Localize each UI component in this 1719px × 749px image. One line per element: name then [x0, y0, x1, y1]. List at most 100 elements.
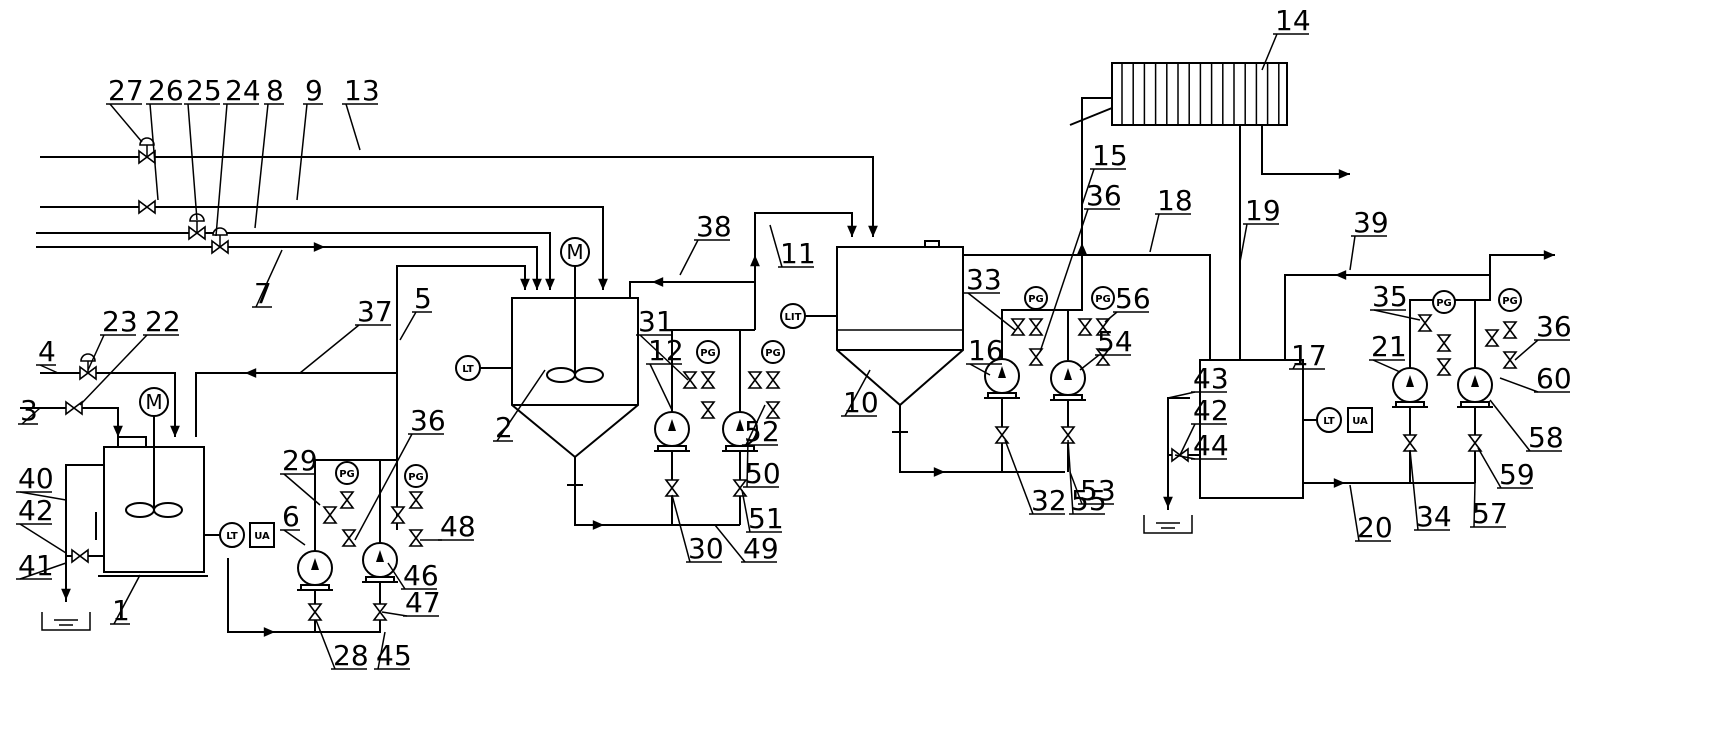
label-39: 39: [1353, 206, 1389, 239]
leader-line: [1167, 391, 1196, 399]
pressure-gauge-tag: PG: [700, 348, 716, 359]
nozzle: [117, 436, 147, 448]
tank-10: [836, 246, 964, 407]
label-35: 35: [1372, 280, 1408, 313]
flow-arrow: [592, 520, 604, 530]
valve-30: [664, 479, 680, 497]
leader-line: [1081, 168, 1095, 206]
valve-52: [747, 371, 763, 389]
label-15: 15: [1092, 139, 1128, 172]
valve-36-b: [1502, 321, 1518, 339]
pg-56: [1091, 286, 1115, 310]
pg-35: [1432, 290, 1456, 314]
leader-line: [299, 324, 360, 374]
line-13: [40, 156, 874, 237]
valve-35: [1417, 314, 1433, 332]
pressure-gauge-tag: PG: [1095, 294, 1111, 305]
pump-arrow-icon: [1064, 368, 1072, 380]
impeller-blade: [153, 502, 183, 518]
label-38: 38: [696, 210, 732, 243]
pump-arrow-icon: [1406, 375, 1414, 387]
leader-line: [1372, 359, 1401, 373]
leader-line: [109, 103, 143, 143]
valve-31: [682, 371, 698, 389]
valve-pg: [1028, 318, 1044, 336]
flow-arrow: [532, 278, 542, 290]
pump-arrow-icon: [1471, 375, 1479, 387]
motor-label: M: [145, 390, 162, 414]
leader-line: [1179, 423, 1196, 456]
pg-48: [404, 464, 428, 488]
label-36: 36: [1086, 179, 1122, 212]
valve-48: [408, 529, 424, 547]
leader-line: [215, 103, 228, 237]
line-39: [1284, 274, 1490, 360]
valve-36: [1028, 348, 1044, 366]
valve-pg: [339, 491, 355, 509]
leader-line: [315, 619, 336, 670]
label-5: 5: [414, 282, 432, 315]
label-47: 47: [405, 586, 441, 619]
label-60: 60: [1536, 362, 1572, 395]
valve-54: [1095, 348, 1111, 366]
pump-arrow-icon: [311, 558, 319, 570]
cooler-outlet: [1261, 125, 1350, 175]
leader-line: [745, 404, 766, 446]
label-22: 22: [145, 305, 181, 338]
flow-arrow: [313, 242, 325, 252]
leader-line: [255, 249, 283, 308]
leader-line: [671, 494, 691, 563]
flow-arrow: [1163, 496, 1173, 508]
motor-label: M: [566, 240, 583, 264]
leader-line: [39, 364, 59, 374]
leader-line: [1473, 482, 1476, 528]
label-21: 21: [1371, 330, 1407, 363]
label-36: 36: [410, 404, 446, 437]
drain-tank-icon: [1143, 515, 1193, 534]
label-17: 17: [1291, 339, 1327, 372]
label-54: 54: [1097, 325, 1133, 358]
label-12: 12: [648, 334, 684, 367]
lt-tank-2: [455, 355, 481, 381]
valve-pg: [408, 491, 424, 509]
valve-pg-2: [765, 401, 781, 419]
label-52: 52: [744, 415, 780, 448]
valve-56-a: [1077, 318, 1093, 336]
label-25: 25: [186, 74, 222, 107]
flow-arrow: [750, 255, 760, 267]
leader-line: [149, 103, 159, 201]
flow-arrow: [545, 278, 555, 290]
leader-line: [639, 334, 689, 381]
line-11: [754, 212, 853, 330]
label-31: 31: [638, 305, 674, 338]
pressure-gauge-tag: PG: [339, 469, 355, 480]
valve-pg: [700, 371, 716, 389]
heat-exchanger-14: [1111, 62, 1288, 126]
label-14: 14: [1275, 4, 1311, 37]
flow-arrow: [933, 467, 945, 477]
discharge-33: [1001, 309, 1082, 360]
lt-tank-17: [1316, 407, 1342, 433]
label-2: 2: [495, 411, 513, 444]
leader-line: [399, 311, 417, 341]
actuator-icon: [80, 353, 96, 362]
valve-28: [307, 603, 323, 621]
leader-line: [1149, 213, 1160, 253]
leader-line: [187, 103, 198, 221]
ua-tank-1: [249, 522, 275, 548]
pressure-gauge-tag: PG: [1028, 294, 1044, 305]
label-6: 6: [282, 500, 300, 533]
leader-line: [113, 574, 141, 625]
leader-line: [254, 103, 269, 229]
pump-arrow-icon: [376, 550, 384, 562]
leader-line: [679, 239, 699, 276]
label-24: 24: [225, 74, 261, 107]
leader-line: [1499, 377, 1539, 393]
leader-line: [741, 489, 751, 533]
flow-arrow: [113, 425, 123, 437]
leader-line: [283, 473, 321, 506]
label-30: 30: [688, 532, 724, 565]
label-42: 42: [18, 494, 54, 527]
pressure-gauge-tag: PG: [408, 472, 424, 483]
valve-48-a: [390, 506, 406, 524]
